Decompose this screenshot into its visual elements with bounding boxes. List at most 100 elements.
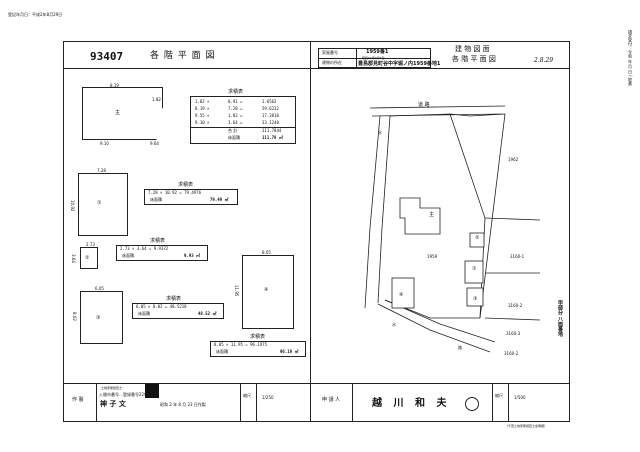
- building-1-calc-table: [144, 189, 238, 205]
- building-2-table-title: 求積表: [150, 238, 166, 244]
- building-4-calc-table: [210, 341, 306, 357]
- building-4-plan: [242, 255, 294, 329]
- site-building-1-label: ①: [472, 266, 477, 272]
- building-2-label: ②: [85, 255, 90, 261]
- applicant-seal: [465, 397, 479, 411]
- main-dim-top: 8.19: [110, 83, 119, 88]
- site-building-2: [469, 232, 485, 248]
- building-4-dim-side: 11.95: [234, 285, 239, 297]
- center-divider: [310, 41, 311, 422]
- site-building-3: [466, 287, 484, 307]
- surveyor-seal: [145, 384, 159, 398]
- site-building-4-label: ④: [399, 292, 404, 298]
- site-building-1: [464, 260, 484, 284]
- main-dim-right: 1.82: [152, 97, 161, 102]
- building-2-formula: 2.73 × 3.64 = 9.9372: [120, 246, 169, 251]
- info-col-divider: [356, 48, 357, 68]
- building-4-dim-top: 8.05: [262, 250, 271, 255]
- building-3-label: ③: [96, 315, 101, 321]
- main-dim-bottom: 9.10: [100, 141, 109, 146]
- main-row-4-a: 9.10 ×: [195, 120, 210, 125]
- building-no-label: 家屋番号: [322, 50, 338, 55]
- surveyor-reg: 入間市番号…登録番号2293号: [99, 392, 154, 397]
- building-4-formula: 8.05 × 11.95 = 96.1975: [214, 342, 267, 347]
- right-title-2: 各 階 平 面 図: [452, 55, 496, 63]
- building-3-dim-side: 8.02: [72, 312, 77, 321]
- building-2-plan: [80, 247, 98, 269]
- footer-divider-5: [492, 383, 493, 422]
- site-lot-1962: 1962: [508, 157, 519, 162]
- main-floor-label: 床面積: [228, 135, 240, 140]
- footer-divider-3: [256, 383, 257, 422]
- building-1-dim-side: 10.92: [70, 200, 75, 212]
- building-3-calc-table: [132, 303, 224, 319]
- main-dim-bottom-right: 9.64: [150, 141, 159, 146]
- surveyor-name: 神 子 文: [100, 400, 126, 408]
- location-value: 豊島郡見町谷中字堀ノ内1959番地1: [358, 61, 441, 67]
- making-date: 昭和 2 年 8 月 23 日作製: [160, 402, 206, 407]
- site-road-label: 道 路: [418, 102, 430, 108]
- bottom-note: （千葉土地家屋調査士会明細）: [505, 424, 548, 428]
- building-3-formula: 6.05 × 8.02 = 48.5210: [136, 304, 187, 309]
- info-row-divider: [318, 58, 431, 59]
- main-table-sum-line: [190, 127, 296, 128]
- scale-label-left: 縮尺: [243, 393, 251, 398]
- building-2-dim-top: 2.73: [86, 242, 95, 247]
- main-floor-value: 111.78 ㎡: [262, 135, 283, 140]
- footer-divider-2: [240, 383, 241, 422]
- site-water-bottom: 水: [392, 322, 396, 327]
- building-4-table-title: 求積表: [250, 334, 266, 340]
- main-row-2-b: 7.28 =: [228, 106, 243, 111]
- main-row-3-b: 1.82 =: [228, 113, 243, 118]
- location-stamp: 昭和56年8月5日: [362, 56, 385, 60]
- building-1-floor-label: 床面積: [150, 197, 162, 202]
- main-building-label: 主: [115, 110, 121, 116]
- building-1-floor-value: 79.49 ㎡: [210, 197, 229, 202]
- site-map: [364, 105, 541, 353]
- site-buildings: [391, 197, 485, 309]
- maker-label: 作 製: [72, 397, 84, 403]
- site-lot-3160-1: 3160-1: [510, 254, 525, 259]
- scale-value-left: 1/250: [262, 395, 274, 400]
- building-3-dim-top: 6.05: [95, 286, 104, 291]
- main-building-plan: [82, 87, 163, 140]
- building-3-floor-label: 床面積: [138, 311, 150, 316]
- building-4-floor-value: 96.19 ㎡: [280, 349, 299, 354]
- building-3-table-title: 求積表: [166, 296, 182, 302]
- building-3-plan: [80, 291, 123, 344]
- building-1-dim-top: 7.28: [97, 168, 106, 173]
- building-1-table-title: 求積表: [178, 182, 194, 188]
- main-calc-table: [190, 96, 296, 144]
- site-building-3-label: ③: [473, 296, 478, 302]
- building-1-plan: [78, 173, 128, 236]
- main-row-1-c: 1.6562: [262, 99, 277, 104]
- applicant-name: 越 川 和 夫: [372, 398, 451, 409]
- main-total-label: 合 計: [228, 128, 238, 133]
- site-building-4: [391, 277, 415, 309]
- drawing-number: 93407: [90, 50, 124, 63]
- location-label: 建物の所在: [322, 60, 342, 65]
- scale-value-right: 1/500: [514, 395, 526, 400]
- main-row-4-b: 3.64 =: [228, 120, 243, 125]
- site-main-building: [399, 197, 441, 235]
- surveyor-title: 土地家屋調査士: [101, 386, 123, 390]
- handwritten-date: 2.8.29: [534, 57, 554, 64]
- main-row-1-a: 1.82 ×: [195, 99, 210, 104]
- building-2-floor-label: 床面積: [122, 253, 134, 258]
- building-1-formula: 7.28 × 10.92 = 79.4976: [148, 190, 201, 195]
- main-table-title: 求積表: [228, 89, 244, 95]
- building-no-value: 1959番1: [366, 49, 389, 55]
- main-row-3-a: 9.55 ×: [195, 113, 210, 118]
- building-2-calc-table: [116, 245, 208, 261]
- left-title: 各 階 平 面 図: [150, 51, 216, 61]
- right-title-1: 建 物 図 面: [455, 45, 490, 53]
- building-2-dim-side: 3.64: [71, 254, 76, 263]
- site-road-bottom: 路: [458, 345, 462, 350]
- footer-divider-1: [96, 383, 97, 422]
- building-4-floor-label: 床面積: [216, 349, 228, 354]
- main-row-4-c: 33.1240: [262, 120, 279, 125]
- main-row-3-c: 17.3810: [262, 113, 279, 118]
- scale-label-right: 縮尺: [495, 393, 503, 398]
- site-water-top: 水: [378, 130, 382, 135]
- registration-date-note: 登記年月日：平成2年8月29日: [8, 12, 63, 17]
